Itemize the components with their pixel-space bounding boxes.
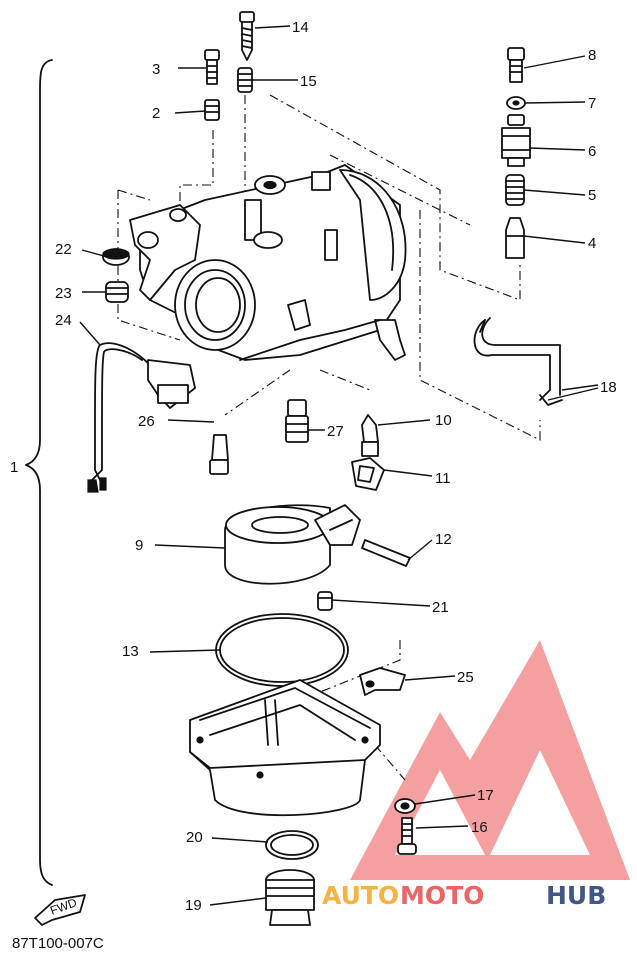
callout-13: 13: [122, 643, 139, 660]
callout-1: 1: [10, 459, 18, 476]
needle-valve-10: [361, 414, 379, 457]
callout-18: 18: [600, 379, 617, 396]
fwd-arrow-icon: FWD: [34, 894, 86, 926]
jet-26: [209, 434, 229, 475]
callout-11: 11: [435, 470, 451, 487]
callout-15: 15: [300, 73, 317, 90]
valve-seat-6: [501, 114, 531, 167]
callout-21: 21: [432, 599, 449, 616]
callout-20: 20: [186, 829, 203, 846]
spring-23: [105, 281, 129, 303]
sensor-24: [87, 342, 196, 493]
screw-21: [317, 591, 333, 611]
callout-6: 6: [588, 143, 596, 160]
callout-3: 3: [152, 61, 160, 78]
bolt-8: [507, 47, 525, 83]
callout-7: 7: [588, 95, 596, 112]
jet-2: [204, 99, 220, 121]
callout-10: 10: [435, 412, 452, 429]
callout-16: 16: [471, 819, 488, 836]
washer-17: [394, 798, 416, 814]
callout-24: 24: [55, 312, 72, 329]
bracket-25: [359, 667, 406, 696]
carburetor-body: [129, 164, 407, 361]
spring-5: [505, 174, 525, 206]
leader-lines: [79, 25, 599, 906]
diagram-code: 87T100-007C: [12, 935, 104, 952]
hose-18: [473, 317, 563, 406]
float-bowl: [189, 679, 381, 817]
callout-5: 5: [588, 187, 596, 204]
callout-14: 14: [292, 19, 309, 36]
washer-7: [506, 96, 526, 110]
bolt-3: [204, 49, 220, 85]
callout-9: 9: [135, 537, 143, 554]
watermark-hub: HUB: [546, 881, 606, 910]
watermark-logo: AUTO MOTO HUB: [322, 640, 630, 910]
cap-22: [102, 248, 130, 266]
callout-8: 8: [588, 47, 596, 64]
watermark-moto: MOTO: [400, 881, 484, 910]
callout-22: 22: [55, 241, 72, 258]
watermark-triangle-big: [350, 640, 630, 880]
gasket-13: [215, 613, 349, 687]
callout-4: 4: [588, 235, 596, 252]
watermark-auto: AUTO: [322, 881, 399, 910]
o-ring-20: [265, 830, 319, 860]
assembly-bracket: [25, 59, 53, 886]
plunger-4: [505, 217, 525, 259]
callout-23: 23: [55, 285, 72, 302]
drain-plug-19: [265, 869, 315, 926]
screw-16: [397, 817, 417, 855]
jet-27: [285, 399, 309, 443]
callout-labels: 2 3 4 5 6 7 8 9 10 11 12 13 14 15 16 17 …: [55, 19, 617, 914]
pin-12: [361, 539, 411, 567]
clip-11: [351, 457, 385, 491]
float-9: [224, 504, 361, 585]
callout-26: 26: [138, 413, 155, 430]
callout-2: 2: [152, 105, 160, 122]
callout-12: 12: [435, 531, 452, 548]
callout-17: 17: [477, 787, 494, 804]
callout-19: 19: [185, 897, 202, 914]
callout-27: 27: [327, 423, 344, 440]
callout-25: 25: [457, 669, 474, 686]
screw-14: [239, 11, 255, 61]
alignment-lines: [117, 94, 541, 781]
spring-15: [237, 67, 253, 93]
